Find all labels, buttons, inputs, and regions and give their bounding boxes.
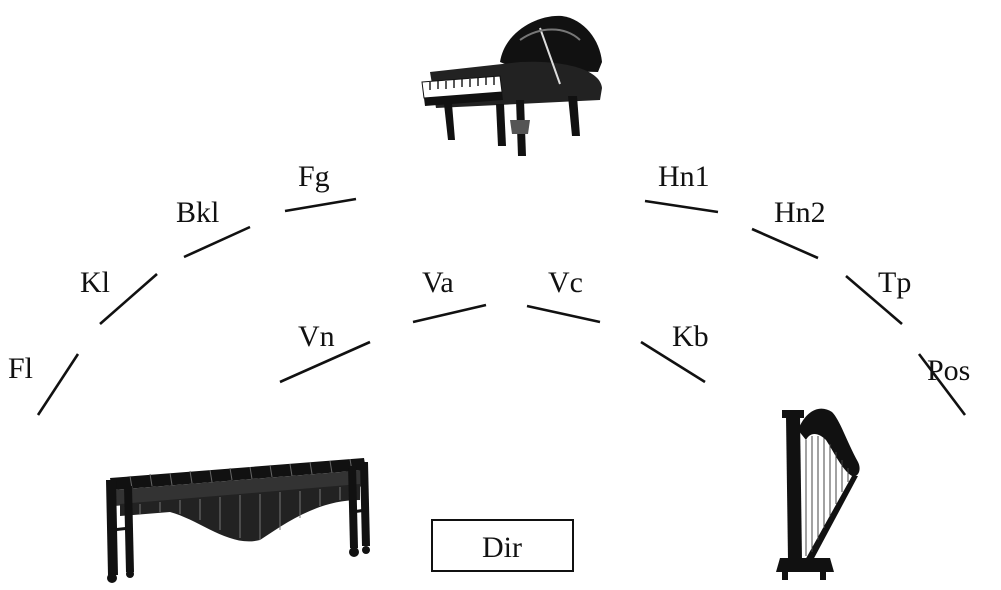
stand-vn xyxy=(279,340,371,384)
stand-pos xyxy=(917,353,967,416)
grand-piano-icon xyxy=(421,15,602,156)
stand-va xyxy=(412,303,487,324)
stand-hn1 xyxy=(644,199,719,214)
stand-vc xyxy=(526,304,601,324)
label-clarinet: Kl xyxy=(80,266,110,299)
marimba-icon xyxy=(106,458,370,583)
harp-icon xyxy=(776,408,860,580)
label-bassoon: Fg xyxy=(298,160,330,193)
label-double-bass: Kb xyxy=(672,320,709,353)
stand-fg xyxy=(284,197,357,213)
stand-hn2 xyxy=(751,227,819,260)
conductor-box: Dir xyxy=(431,519,574,572)
stand-tp xyxy=(845,275,903,325)
label-conductor: Dir xyxy=(482,531,522,564)
stand-fl xyxy=(36,353,80,416)
label-trumpet: Tp xyxy=(878,266,911,299)
label-trombone: Pos xyxy=(927,354,970,387)
labels: Fl Kl Bkl Fg Hn1 Hn2 Tp Pos Vn Va Vc Kb xyxy=(8,160,970,387)
label-horn-1: Hn1 xyxy=(658,160,710,193)
conductor-box-frame xyxy=(431,519,574,572)
label-bass-clarinet: Bkl xyxy=(176,196,219,229)
label-horn-2: Hn2 xyxy=(774,196,826,229)
label-cello: Vc xyxy=(548,266,583,299)
stand-kb xyxy=(640,340,706,384)
label-viola: Va xyxy=(422,266,454,299)
label-flute: Fl xyxy=(8,352,33,385)
stand-bkl xyxy=(183,225,251,259)
stand-kl xyxy=(99,273,158,325)
music-stands xyxy=(36,197,967,416)
label-violin: Vn xyxy=(298,320,335,353)
